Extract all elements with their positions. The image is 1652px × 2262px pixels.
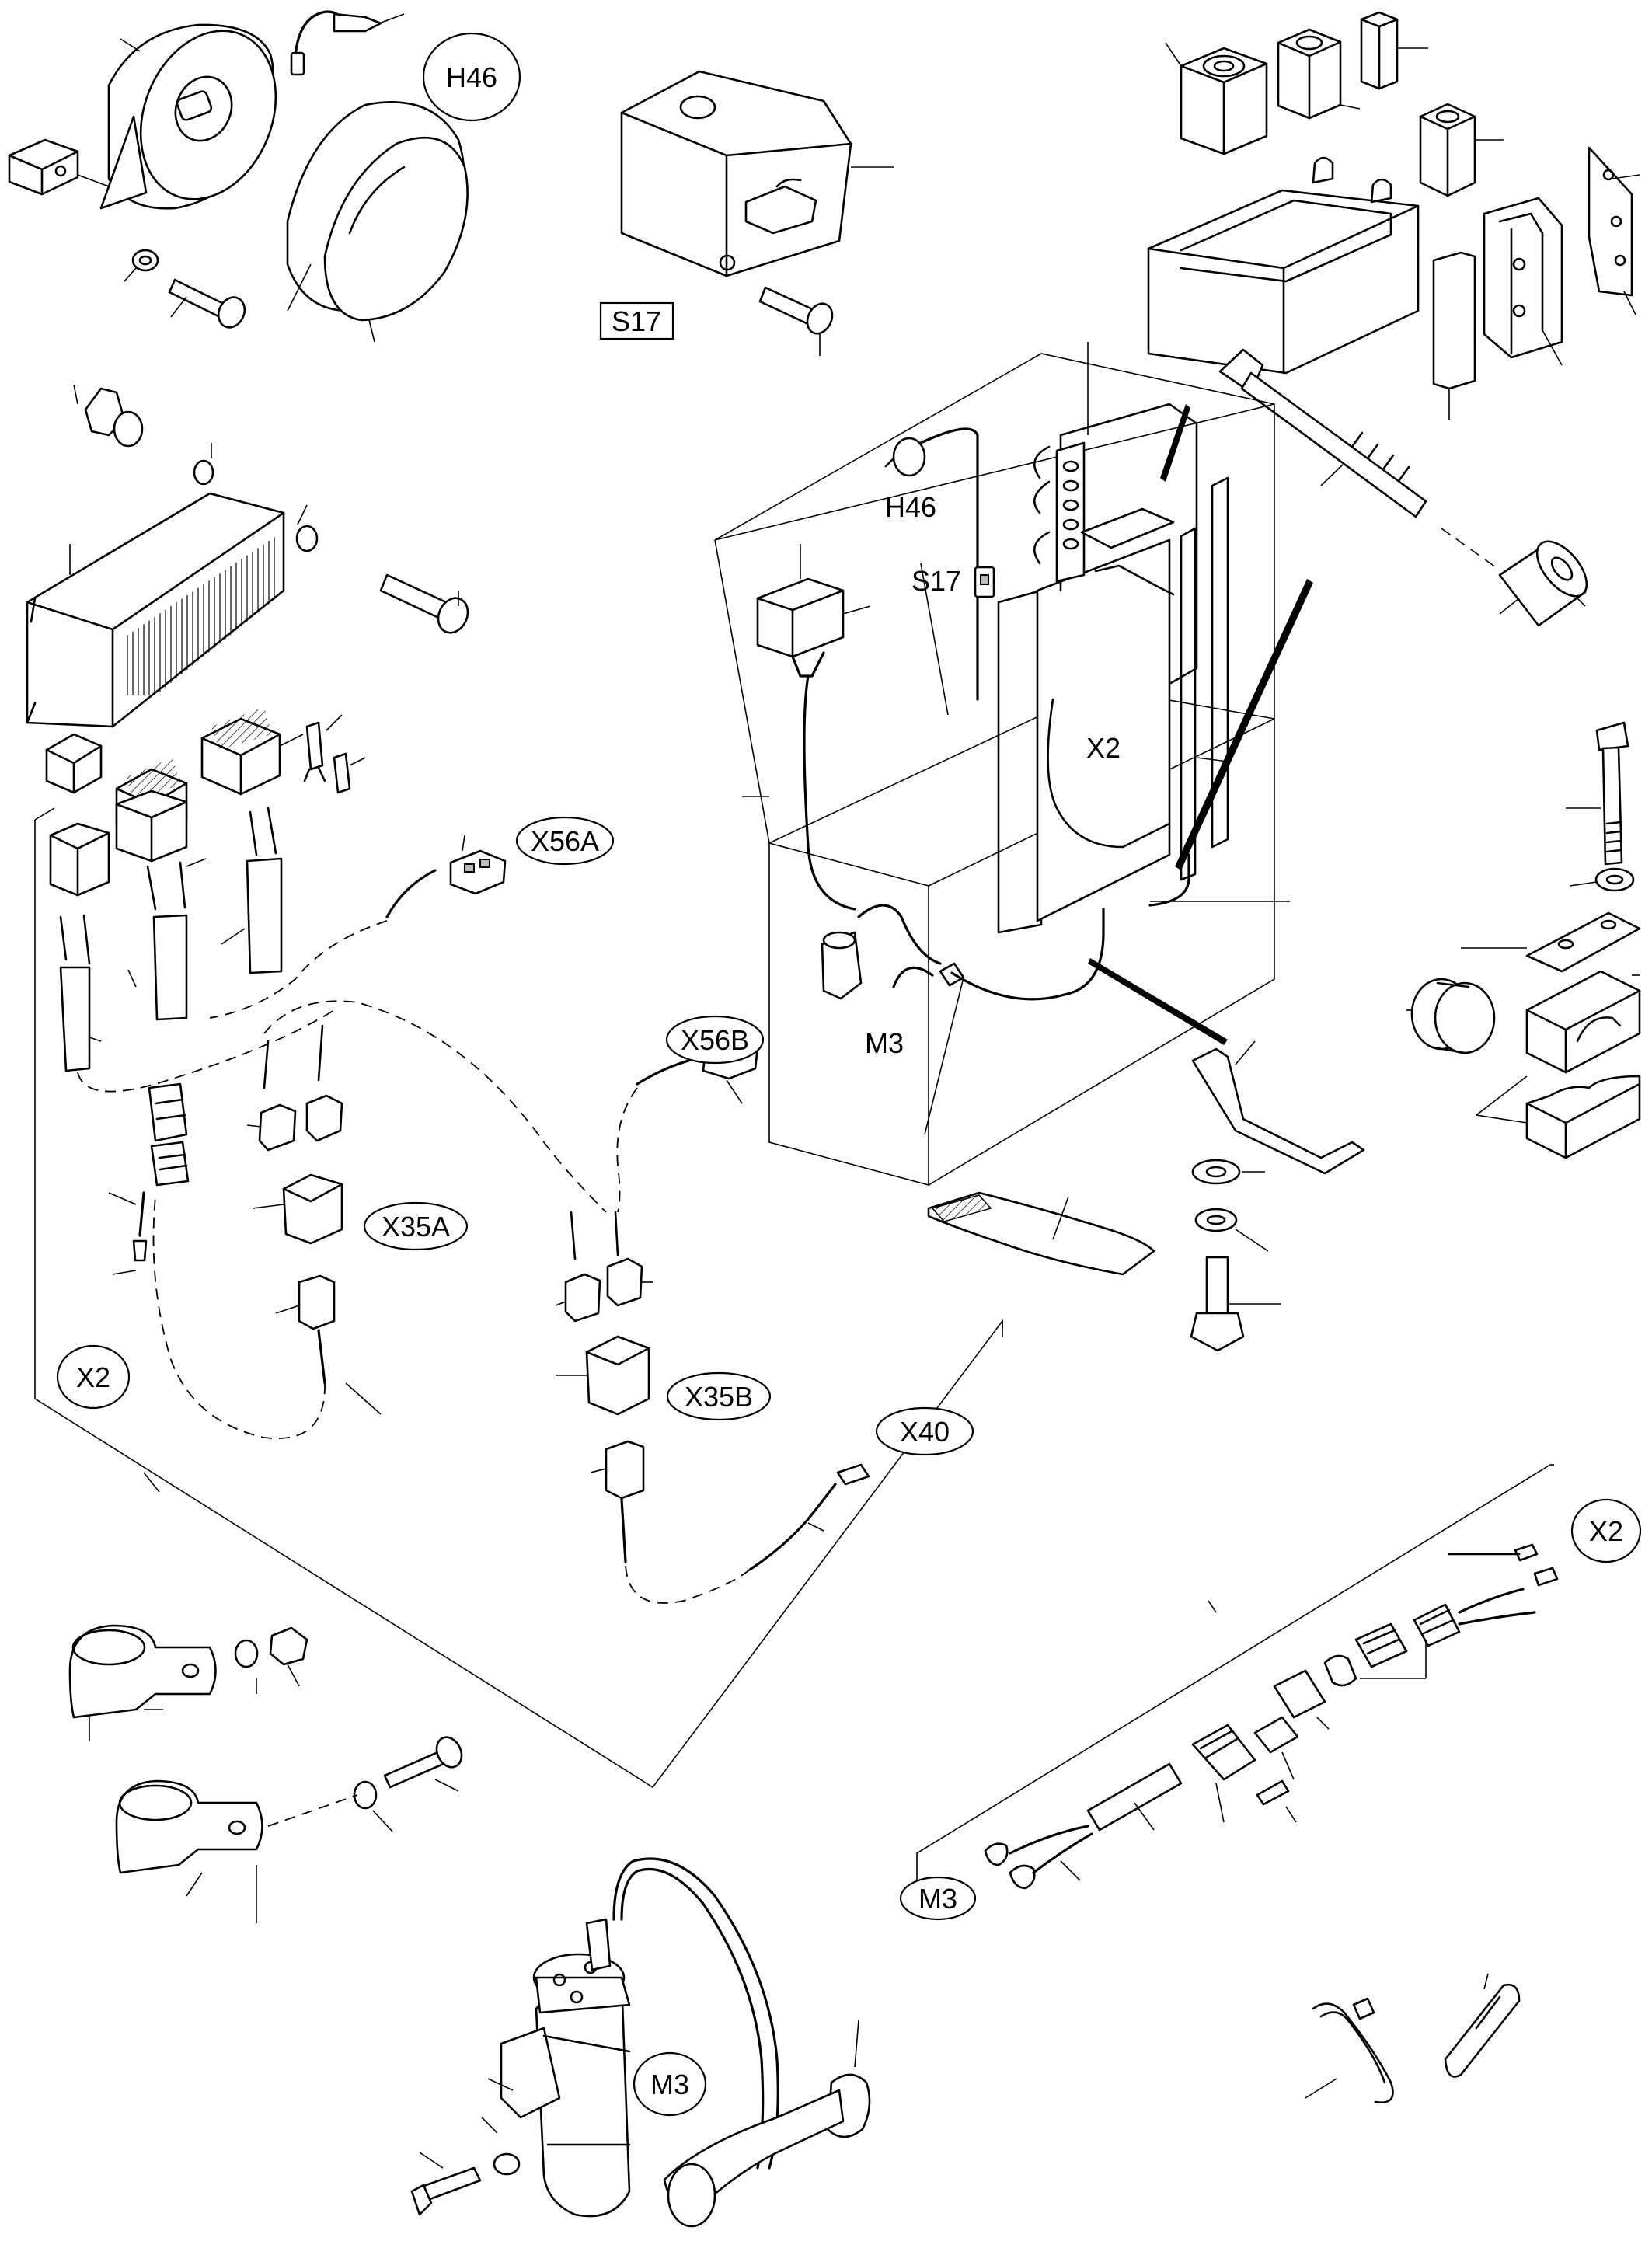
m3-box-label: M3: [865, 1027, 904, 1059]
h46-label: H46: [446, 61, 497, 93]
x40-bubble: [875, 1406, 974, 1456]
s17-box-label: S17: [911, 565, 961, 597]
x56a-bubble: [515, 816, 615, 866]
x2-harness-label: X2: [76, 1361, 110, 1393]
x56a-label: X56A: [531, 825, 599, 857]
m3-pump-label: M3: [650, 2069, 689, 2100]
s17-label: S17: [612, 305, 661, 337]
m3-cable-label: M3: [918, 1883, 957, 1915]
controller-unit: [26, 384, 469, 841]
long-bolt-and-spacer: [1218, 348, 1588, 627]
x2-cable-bubble: [1570, 1498, 1642, 1563]
cable-clamps: [68, 1624, 463, 1923]
x35b-bubble: [666, 1371, 772, 1421]
pump-m3-assembly: [410, 1857, 871, 2228]
x56b-bubble: [665, 1015, 765, 1065]
x35b-label: X35B: [685, 1381, 753, 1413]
x2-cable-label: X2: [1589, 1515, 1623, 1547]
x35a-bubble: [363, 1201, 469, 1251]
x35a-label: X35A: [382, 1211, 450, 1243]
x2-harness-bubble: [56, 1344, 131, 1410]
connector-x56a: [209, 835, 507, 1019]
motor-cable-assembly: [916, 1464, 1559, 1896]
x2-box-label: X2: [1086, 732, 1121, 764]
m3-cable-bubble: [899, 1876, 977, 1921]
s17-label-box: [599, 301, 674, 340]
connector-x35b: [555, 1211, 870, 1604]
m3-pump-bubble: [633, 2051, 707, 2117]
x56b-label: X56B: [681, 1024, 749, 1056]
relay-and-battery-parts: [1147, 11, 1640, 420]
main-enclosure: [714, 342, 1313, 1186]
horn-assembly: [8, 10, 469, 343]
h46-bubble: [422, 32, 521, 122]
connector-x35a: [152, 1000, 607, 1439]
cable-tie-and-sleeve: [1305, 1973, 1521, 2104]
x40-label: X40: [900, 1416, 950, 1448]
h46-box-label: H46: [885, 491, 936, 523]
switch-s17-assembly: [620, 70, 894, 356]
right-side-mounting-parts: [927, 721, 1641, 1352]
connector-x56b: [616, 1036, 759, 1213]
harness-x2-outline: [34, 807, 1003, 1789]
harness-connectors-left: [49, 789, 335, 1275]
